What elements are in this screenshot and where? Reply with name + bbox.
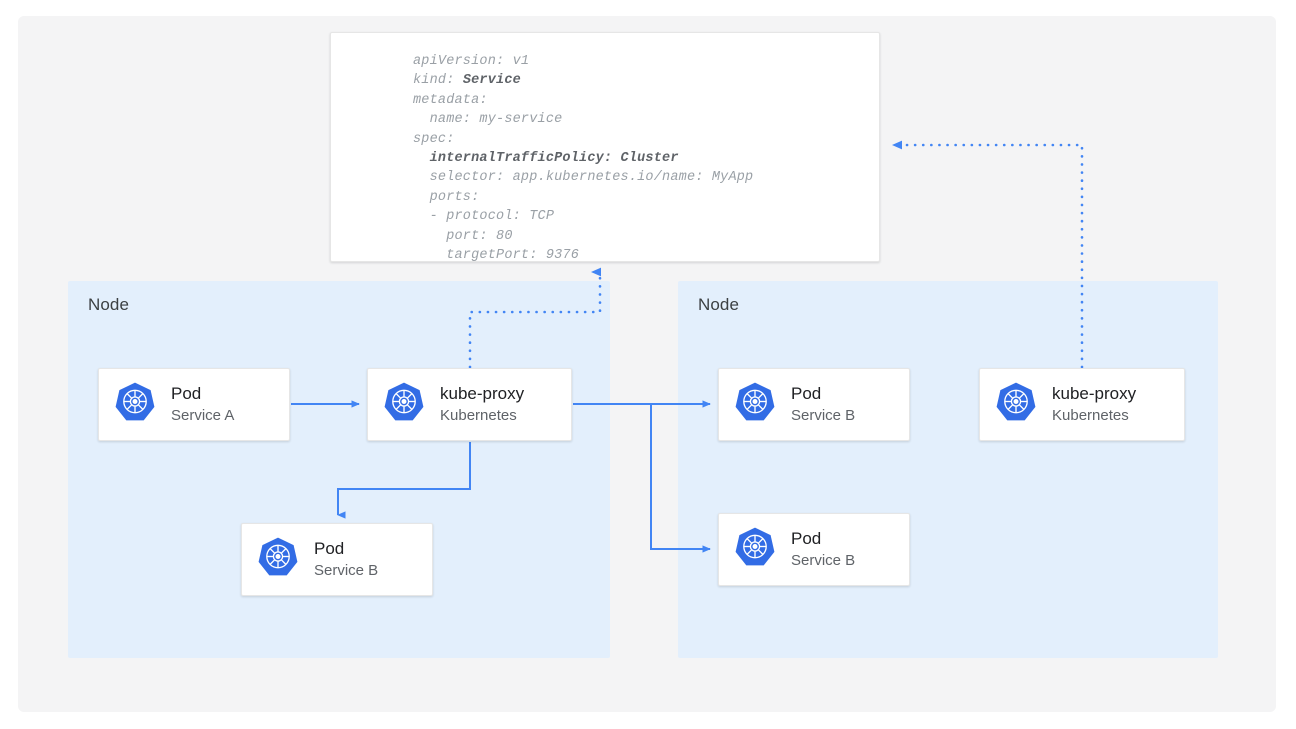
card-title: kube-proxy [440,383,525,403]
card-pod-service-b-bottom[interactable]: Pod Service B [718,513,910,586]
node-label-left: Node [88,295,130,314]
node-panel-left: Node [68,281,610,658]
card-subtitle: Service B [791,551,856,569]
card-subtitle: Service B [791,406,856,424]
node-label-right: Node [698,295,740,314]
card-text: kube-proxy Kubernetes [1052,384,1136,425]
service-manifest-code: apiVersion: v1 kind: Service metadata: n… [413,52,753,265]
yaml-line-kind-key: kind: [413,73,463,89]
kubernetes-icon [113,380,157,429]
kubernetes-icon [733,380,777,429]
yaml-line-target-port: targetPort: 9376 [413,248,580,264]
service-manifest-box: apiVersion: v1 kind: Service metadata: n… [330,32,880,265]
card-subtitle: Kubernetes [440,406,517,424]
card-pod-service-b-top[interactable]: Pod Service B [718,368,910,441]
card-text: Pod Service A [171,384,234,425]
kubernetes-icon [733,525,777,574]
card-subtitle: Service A [171,406,235,424]
card-title: Pod [171,383,202,403]
yaml-line-name: name: my-service [413,112,563,128]
yaml-line-spec: spec: [413,131,455,147]
yaml-line-apiversion: apiVersion: v1 [413,54,530,69]
yaml-line-protocol: - protocol: TCP [413,209,555,225]
kubernetes-icon [994,380,1038,429]
card-text: Pod Service B [314,539,378,580]
card-title: Pod [791,383,822,403]
card-kube-proxy-left[interactable]: kube-proxy Kubernetes [367,368,572,441]
card-pod-service-b-left[interactable]: Pod Service B [241,523,433,596]
card-subtitle: Kubernetes [1052,406,1129,424]
card-title: Pod [791,528,822,548]
yaml-line-port: port: 80 [413,228,513,244]
card-pod-service-a[interactable]: Pod Service A [98,368,290,441]
card-title: Pod [314,538,345,558]
yaml-line-internal-traffic-policy: internalTrafficPolicy: Cluster [413,151,679,167]
card-title: kube-proxy [1052,383,1137,403]
kubernetes-icon [256,535,300,584]
card-text: Pod Service B [791,529,855,570]
node-panel-right: Node [678,281,1218,658]
card-text: Pod Service B [791,384,855,425]
yaml-line-kind-value: Service [462,73,521,89]
card-text: kube-proxy Kubernetes [440,384,524,425]
yaml-line-ports: ports: [413,189,480,205]
yaml-line-metadata: metadata: [413,92,488,108]
yaml-line-selector: selector: app.kubernetes.io/name: MyApp [413,170,754,186]
card-kube-proxy-right[interactable]: kube-proxy Kubernetes [979,368,1185,441]
card-subtitle: Service B [314,561,379,579]
kubernetes-icon [382,380,426,429]
